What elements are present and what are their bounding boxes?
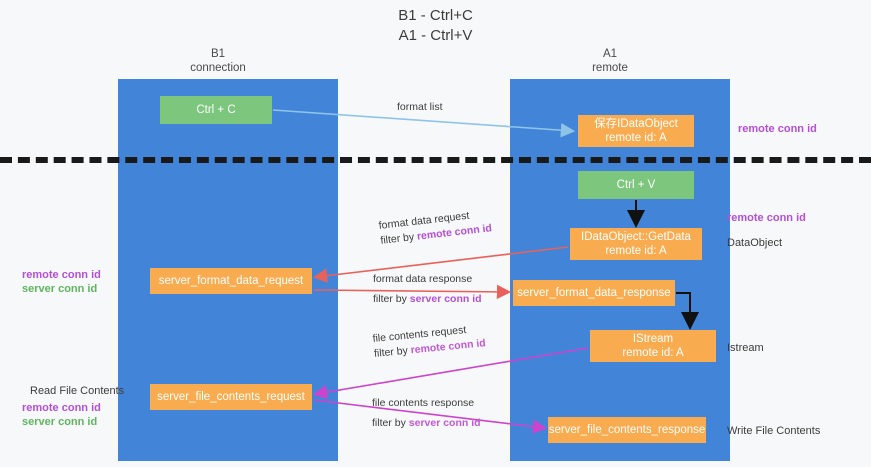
edge-label-fdres-line2: filter by server conn id xyxy=(373,292,482,307)
node-server-format-data-response[interactable]: server_format_data_response xyxy=(513,280,675,306)
node-save-idataobject-line2: remote id: A xyxy=(605,132,667,144)
node-save-idataobject[interactable]: 保存IDataObject remote id: A xyxy=(578,115,694,147)
annotation-left-conn-ids-2: remote conn id server conn id xyxy=(22,401,101,429)
edge-label-fcres-prefix: filter by xyxy=(372,417,409,429)
annotation-left-remote-conn-id: remote conn id xyxy=(22,269,101,281)
node-server-format-data-response-label: server_format_data_response xyxy=(517,287,671,299)
title-line-1: B1 - Ctrl+C xyxy=(398,7,473,24)
annotation-right-dataobject: DataObject xyxy=(727,237,783,249)
node-istream[interactable]: IStream remote id: A xyxy=(590,330,716,362)
edge-label-file-contents-response: file contents response filter by server … xyxy=(372,396,481,431)
edge-label-fcres-line2: filter by server conn id xyxy=(372,416,481,431)
node-idataobject-getdata[interactable]: IDataObject::GetData remote id: A xyxy=(570,228,702,260)
edge-label-format-data-response: format data response filter by server co… xyxy=(373,272,482,307)
annotation-right-istream: Istream xyxy=(727,342,764,354)
node-server-file-contents-response-label: server_file_contents_response xyxy=(548,424,706,436)
edge-label-fcreq-prefix: filter by xyxy=(373,344,412,360)
node-server-file-contents-request[interactable]: server_file_contents_request xyxy=(150,384,312,410)
edge-label-file-contents-request: file contents request filter by remote c… xyxy=(372,321,486,362)
edge-label-format-data-request: format data request filter by remote con… xyxy=(378,206,493,248)
node-server-file-contents-request-label: server_file_contents_request xyxy=(157,391,305,403)
column-header-a1: A1 remote xyxy=(540,47,680,75)
annotation-left-server-conn-id-2: server conn id xyxy=(22,416,98,428)
node-save-idataobject-line1: 保存IDataObject xyxy=(594,118,678,130)
column-header-b1: B1 connection xyxy=(148,47,288,75)
node-istream-line1: IStream xyxy=(632,333,674,345)
edge-label-format-list-text: format list xyxy=(397,101,443,113)
page-title: B1 - Ctrl+C A1 - Ctrl+V xyxy=(0,6,871,46)
title-line-2: A1 - Ctrl+V xyxy=(398,27,473,44)
edge-label-fdres-line1: format data response xyxy=(373,273,473,285)
node-ctrl-v-label: Ctrl + V xyxy=(616,179,656,191)
clipboard-boundary-divider xyxy=(0,157,871,163)
node-getdata-line2: remote id: A xyxy=(605,245,667,257)
column-b1-name: B1 xyxy=(210,48,226,60)
node-ctrl-c-label: Ctrl + C xyxy=(196,104,236,116)
edge-label-fdres-prefix: filter by xyxy=(373,293,410,305)
annotation-right-remote-conn-id-mid: remote conn id xyxy=(727,212,806,224)
node-server-format-data-request[interactable]: server_format_data_request xyxy=(150,268,312,294)
edge-label-fcres-key: server conn id xyxy=(408,417,481,429)
edge-label-fdreq-prefix: filter by xyxy=(379,230,418,247)
annotation-right-write-file-contents: Write File Contents xyxy=(727,425,821,437)
annotation-right-remote-conn-id-top: remote conn id xyxy=(738,123,817,135)
annotation-left-read-file-contents: Read File Contents xyxy=(30,385,125,397)
annotation-left-remote-conn-id-2: remote conn id xyxy=(22,402,101,414)
node-server-file-contents-response[interactable]: server_file_contents_response xyxy=(548,417,706,443)
edge-label-fdres-key: server conn id xyxy=(409,293,482,305)
node-istream-line2: remote id: A xyxy=(622,347,684,359)
node-ctrl-v[interactable]: Ctrl + V xyxy=(578,171,694,199)
edge-label-fcres-line1: file contents response xyxy=(372,397,475,409)
annotation-left-conn-ids: remote conn id server conn id xyxy=(22,268,101,296)
node-getdata-line1: IDataObject::GetData xyxy=(581,231,691,243)
node-ctrl-c[interactable]: Ctrl + C xyxy=(160,96,272,124)
column-a1-name: A1 xyxy=(602,48,618,60)
column-b1-role: connection xyxy=(190,62,246,74)
edge-label-format-list: format list xyxy=(397,100,443,115)
node-server-format-data-request-label: server_format_data_request xyxy=(158,275,304,287)
column-a1-role: remote xyxy=(592,62,628,74)
annotation-left-server-conn-id: server conn id xyxy=(22,283,98,295)
